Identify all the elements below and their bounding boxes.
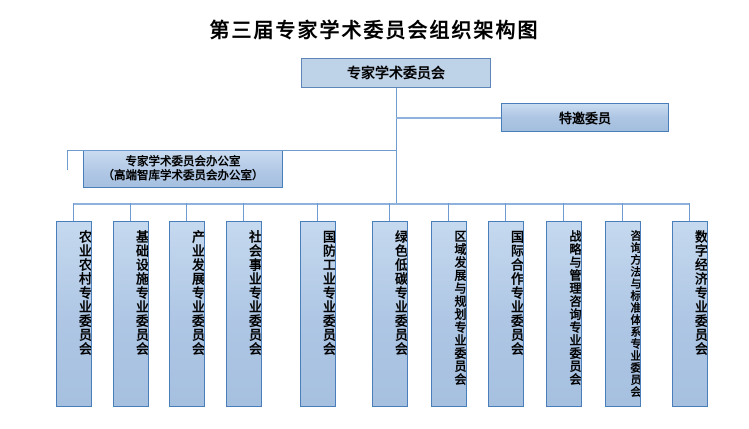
node-committee-8-label: 国际合作专业委员会: [509, 230, 524, 356]
node-committee-7-label: 区域发展与规划专业委员会: [453, 230, 467, 386]
node-committee-2-label: 基础设施专业委员会: [134, 230, 149, 356]
node-committee-8[interactable]: 国际合作专业委员会: [488, 221, 524, 407]
connector-stem-committee-11: [689, 203, 690, 221]
connector-stem-committee-4: [243, 203, 244, 221]
node-committee-6[interactable]: 绿色低碳专业委员会: [372, 221, 408, 407]
node-committee-7[interactable]: 区域发展与规划专业委员会: [431, 221, 467, 407]
node-committee-2[interactable]: 基础设施专业委员会: [113, 221, 149, 407]
node-committee-9[interactable]: 战略与管理咨询专业委员会: [546, 221, 582, 407]
node-committee-3-label: 产业发展专业委员会: [190, 230, 205, 356]
node-committee-10-label: 咨询方法与标准体系专业委员会: [629, 230, 641, 398]
connector-root-stem: [396, 88, 397, 203]
connector-committee-bus: [73, 203, 689, 205]
node-committee-office-line2: （高端智库学术委员会办公室）: [102, 170, 264, 182]
connector-stem-committee-8: [505, 203, 506, 221]
page-title: 第三届专家学术委员会组织架构图: [209, 18, 540, 42]
node-committee-4-label: 社会事业专业委员会: [247, 230, 262, 356]
node-committee-9-label: 战略与管理咨询专业委员会: [568, 230, 582, 386]
node-invited-members-label: 特邀委员: [558, 111, 611, 126]
node-committee-office-line1: 专家学术委员会办公室: [125, 155, 241, 168]
node-committee-10[interactable]: 咨询方法与标准体系专业委员会: [605, 221, 641, 407]
node-committee-6-label: 绿色低碳专业委员会: [393, 230, 408, 356]
connector-stem-committee-1: [73, 203, 74, 221]
connector-stem-committee-6: [389, 203, 390, 221]
node-committee-office[interactable]: 专家学术委员会办公室 （高端智库学术委员会办公室）: [83, 150, 283, 188]
connector-stem-committee-5: [317, 203, 318, 221]
node-committee-11-label: 数字经济专业委员会: [693, 230, 708, 356]
node-committee-1-label: 农业农村专业委员会: [77, 230, 92, 356]
node-committee-1[interactable]: 农业农村专业委员会: [56, 221, 92, 407]
connector-stem-committee-7: [448, 203, 449, 221]
node-committee-11[interactable]: 数字经济专业委员会: [672, 221, 708, 407]
connector-stem-committee-3: [186, 203, 187, 221]
node-committee-5[interactable]: 国防工业专业委员会: [300, 221, 336, 407]
connector-stem-committee-9: [563, 203, 564, 221]
node-committee-3[interactable]: 产业发展专业委员会: [169, 221, 205, 407]
node-root-committee-label: 专家学术委员会: [347, 65, 445, 81]
connector-to-office-drop: [67, 150, 68, 170]
connector-stem-committee-2: [130, 203, 131, 221]
connector-stem-committee-10: [622, 203, 623, 221]
node-invited-members[interactable]: 特邀委员: [501, 103, 669, 132]
node-root-committee[interactable]: 专家学术委员会: [301, 58, 491, 88]
connector-to-office-horizontal: [67, 150, 397, 151]
connector-to-invited-members: [396, 117, 501, 119]
node-committee-4[interactable]: 社会事业专业委员会: [226, 221, 262, 407]
node-committee-5-label: 国防工业专业委员会: [321, 230, 336, 356]
